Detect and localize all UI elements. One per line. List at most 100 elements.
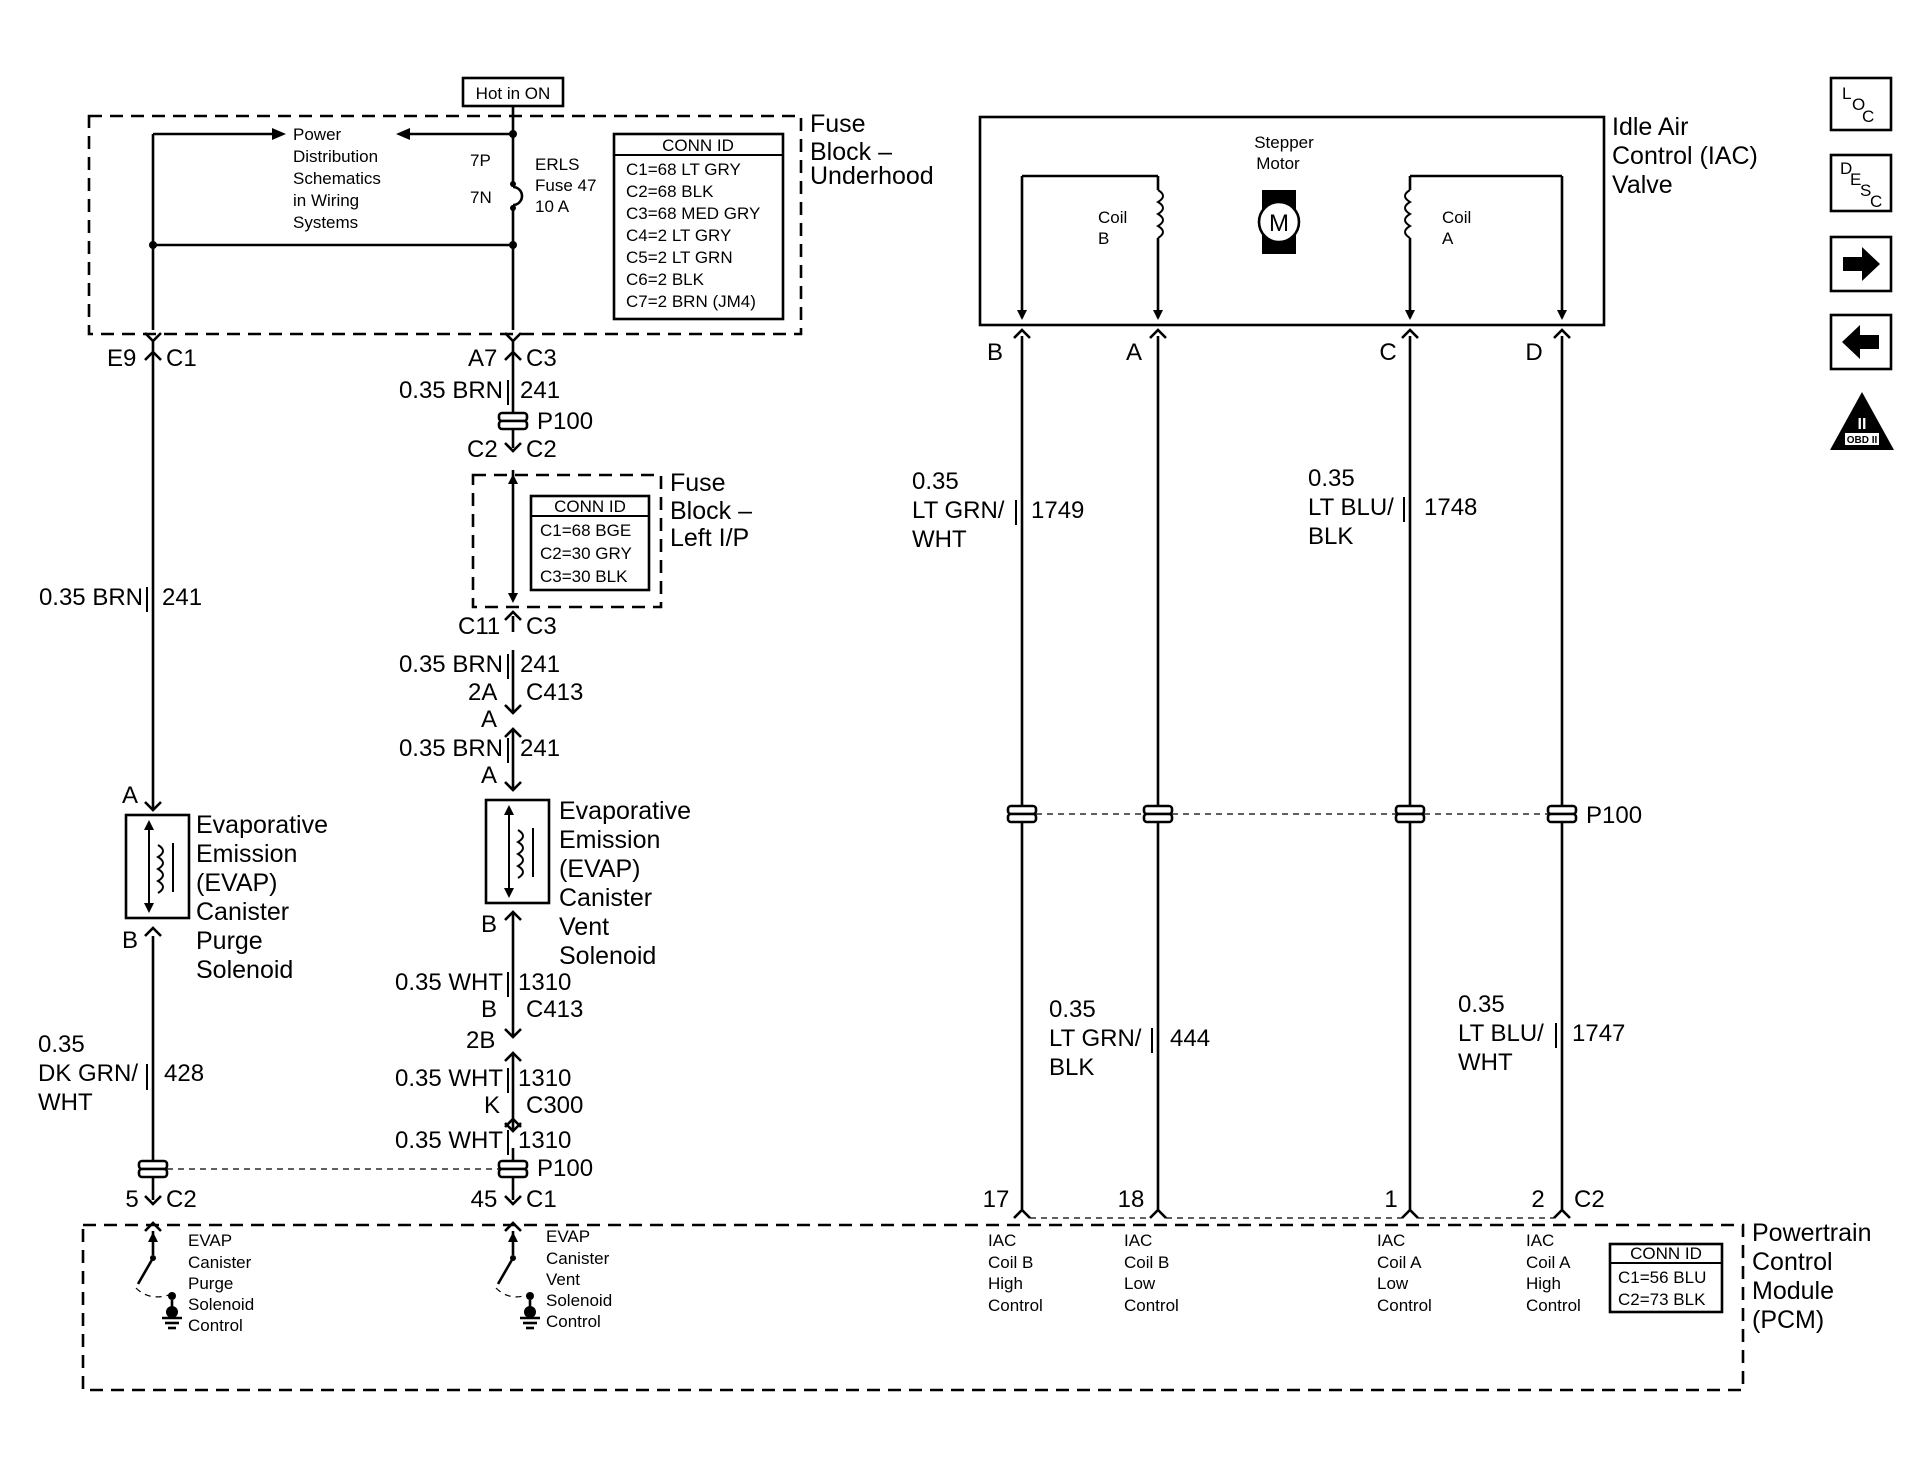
iac-coil-b xyxy=(1017,174,1164,320)
svg-text:M: M xyxy=(1269,210,1289,237)
vent-pcm-conn: C1 xyxy=(526,1186,557,1213)
svg-text:DK GRN/: DK GRN/ xyxy=(38,1060,138,1087)
vent-conn-c413: C413 xyxy=(526,679,583,706)
iac-wire-444-circuit: 444 xyxy=(1170,1025,1210,1052)
svg-text:E: E xyxy=(1850,170,1861,189)
iac-wires xyxy=(1020,336,1564,1210)
svg-text:Coil B: Coil B xyxy=(1124,1253,1169,1272)
purge-pin-a: A xyxy=(122,782,138,809)
svg-text:LT GRN/: LT GRN/ xyxy=(1049,1025,1142,1052)
svg-text:Valve: Valve xyxy=(1612,171,1673,199)
iac-pcm-pin-18: 18 xyxy=(1118,1186,1145,1213)
vent-pin-2a: 2A xyxy=(468,679,497,706)
purge-pcm-switch xyxy=(135,1231,182,1330)
obd-ii-icon[interactable]: OBD II II xyxy=(1830,392,1894,450)
purge-pcm-pin: 5 xyxy=(125,1186,138,1213)
fuse-pin-7p: 7P xyxy=(470,151,491,170)
svg-text:C: C xyxy=(1862,107,1874,126)
vent-pin-a2: A xyxy=(481,762,497,789)
loc-icon[interactable]: L O C xyxy=(1829,76,1893,132)
iac-wire-444-gauge: 0.35 LT GRN/ BLK xyxy=(1049,996,1142,1081)
svg-text:Control: Control xyxy=(988,1296,1043,1315)
svg-text:Powertrain: Powertrain xyxy=(1752,1219,1872,1247)
purge-pin-b: B xyxy=(122,927,138,954)
svg-text:Module: Module xyxy=(1752,1277,1834,1305)
vent-splice-p200 xyxy=(497,411,529,431)
vent-pcm-switch xyxy=(495,1231,540,1330)
svg-text:Control: Control xyxy=(1752,1248,1833,1276)
iac-pcm-label-coil-b-high: IAC Coil B High Control xyxy=(988,1231,1043,1315)
svg-text:Vent: Vent xyxy=(546,1270,580,1289)
svg-text:Coil: Coil xyxy=(1442,208,1471,227)
iac-pin-c: C xyxy=(1379,339,1396,366)
coil-b-label: Coil B xyxy=(1098,208,1127,248)
iac-pin-a: A xyxy=(1126,339,1142,366)
coil-a-label: Coil A xyxy=(1442,208,1471,248)
svg-text:BLK: BLK xyxy=(1049,1054,1094,1081)
vent-pin-b2: B xyxy=(481,996,497,1023)
svg-text:IAC: IAC xyxy=(1377,1231,1405,1250)
iac-pcm-label-coil-b-low: IAC Coil B Low Control xyxy=(1124,1231,1179,1315)
obd-numeral: II xyxy=(1858,416,1867,433)
svg-text:C7=2 BRN (JM4): C7=2 BRN (JM4) xyxy=(626,292,756,311)
purge-splice-p100 xyxy=(137,1159,169,1179)
svg-text:S: S xyxy=(1860,181,1871,200)
purge-pcm-label: EVAP Canister Purge Solenoid Control xyxy=(188,1231,254,1335)
svg-text:0.35: 0.35 xyxy=(912,468,959,495)
iac-pcm-label-coil-a-high: IAC Coil A High Control xyxy=(1526,1231,1581,1315)
svg-text:C5=2 LT GRN: C5=2 LT GRN xyxy=(626,248,733,267)
svg-text:Control: Control xyxy=(1377,1296,1432,1315)
vent-wire6-circuit: 1310 xyxy=(518,1127,571,1154)
vent-wire4-gauge: 0.35 WHT xyxy=(395,969,503,996)
svg-text:Block –: Block – xyxy=(670,497,752,525)
desc-icon[interactable]: D E S C xyxy=(1829,153,1893,213)
vent-splice-p100-label: P100 xyxy=(537,1155,593,1182)
svg-text:Control: Control xyxy=(1526,1296,1581,1315)
pcm-outline xyxy=(81,1223,1745,1392)
svg-text:Evaporative: Evaporative xyxy=(196,811,328,839)
svg-text:(PCM): (PCM) xyxy=(1752,1306,1824,1334)
fuse-pin-7n: 7N xyxy=(470,188,492,207)
vent-solenoid-label: Evaporative Emission (EVAP) Canister Ven… xyxy=(559,797,691,970)
svg-text:IAC: IAC xyxy=(988,1231,1016,1250)
svg-text:CONN ID: CONN ID xyxy=(554,497,626,516)
iac-pcm-pin-1: 1 xyxy=(1384,1186,1397,1213)
iac-splice-p100-label: P100 xyxy=(1586,802,1642,829)
arrow-right-icon[interactable] xyxy=(1829,235,1893,293)
svg-text:Emission: Emission xyxy=(559,826,660,854)
svg-text:LT BLU/: LT BLU/ xyxy=(1458,1020,1544,1047)
obd-label: OBD II xyxy=(1847,435,1878,446)
svg-text:IAC: IAC xyxy=(1526,1231,1554,1250)
vent-pcm-label: EVAP Canister Vent Solenoid Control xyxy=(546,1227,612,1331)
vent-c11: C11 xyxy=(458,613,500,640)
svg-text:O: O xyxy=(1852,95,1865,114)
vent-conn-c413b: C413 xyxy=(526,996,583,1023)
svg-text:C: C xyxy=(1870,192,1882,211)
svg-text:C2=30 GRY: C2=30 GRY xyxy=(540,544,632,563)
svg-text:Schematics: Schematics xyxy=(293,169,381,188)
svg-text:Fuse 47: Fuse 47 xyxy=(535,176,596,195)
svg-text:ERLS: ERLS xyxy=(535,155,579,174)
svg-text:CONN ID: CONN ID xyxy=(1630,1244,1702,1263)
vent-c2-left: C2 xyxy=(467,436,498,463)
svg-text:C4=2 LT GRY: C4=2 LT GRY xyxy=(626,226,731,245)
arrow-left-icon[interactable] xyxy=(1829,313,1893,371)
svg-text:Control (IAC): Control (IAC) xyxy=(1612,142,1758,170)
vent-wire3-gauge: 0.35 BRN xyxy=(399,735,503,762)
conn-id-table-pcm: CONN ID C1=56 BLU C2=73 BLK xyxy=(1608,1242,1724,1314)
svg-text:Left I/P: Left I/P xyxy=(670,524,749,552)
svg-text:Solenoid: Solenoid xyxy=(196,956,293,984)
iac-valve-connector-marks xyxy=(1013,328,1571,339)
svg-text:Solenoid: Solenoid xyxy=(546,1291,612,1310)
fuse-block-left-ip-outline xyxy=(471,473,663,609)
purge-wire1-circuit: 241 xyxy=(162,584,202,611)
svg-text:Low: Low xyxy=(1377,1274,1409,1293)
iac-wire-1748-circuit: 1748 xyxy=(1424,494,1477,521)
vent-pin-k: K xyxy=(484,1092,500,1119)
svg-text:B: B xyxy=(1098,229,1109,248)
svg-text:10 A: 10 A xyxy=(535,197,570,216)
fuse-block-underhood-outline xyxy=(87,114,803,336)
conn-id-table-left-ip: CONN ID C1=68 BGE C2=30 GRY C3=30 BLK xyxy=(529,494,651,592)
iac-valve-title: Idle Air Control (IAC) Valve xyxy=(1612,113,1758,199)
